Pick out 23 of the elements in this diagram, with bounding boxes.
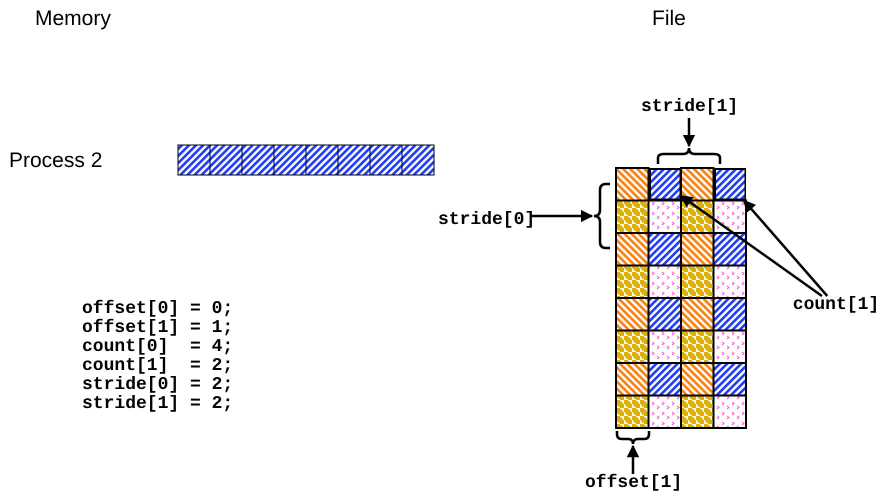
parameter-label: stride[1] [641, 98, 737, 118]
grid-cell [648, 168, 681, 200]
leader-line [530, 210, 594, 222]
leader-line [680, 194, 823, 298]
parameter-label: count[1] [790, 296, 882, 316]
grid-cell [714, 168, 746, 200]
code-line: stride[0] = 2; [82, 376, 234, 394]
leader-line [682, 118, 696, 148]
parameter-label: stride[0] [438, 211, 530, 231]
code-line: count[0] = 4; [82, 338, 234, 356]
row-label: Process 2 [9, 150, 102, 171]
curly-brace [615, 430, 651, 446]
leader-line [742, 200, 828, 297]
curly-brace [592, 182, 613, 250]
code-line: stride[1] = 2; [82, 395, 234, 413]
parameter-label: offset[1] [585, 474, 681, 494]
column-heading: Memory [35, 8, 111, 29]
code-line: offset[1] = 1; [82, 319, 234, 337]
code-line: count[1] = 2; [82, 357, 234, 375]
curly-brace [655, 146, 723, 165]
column-heading: File [652, 8, 686, 29]
leader-line [626, 444, 640, 474]
code-line: offset[0] = 0; [82, 300, 234, 318]
